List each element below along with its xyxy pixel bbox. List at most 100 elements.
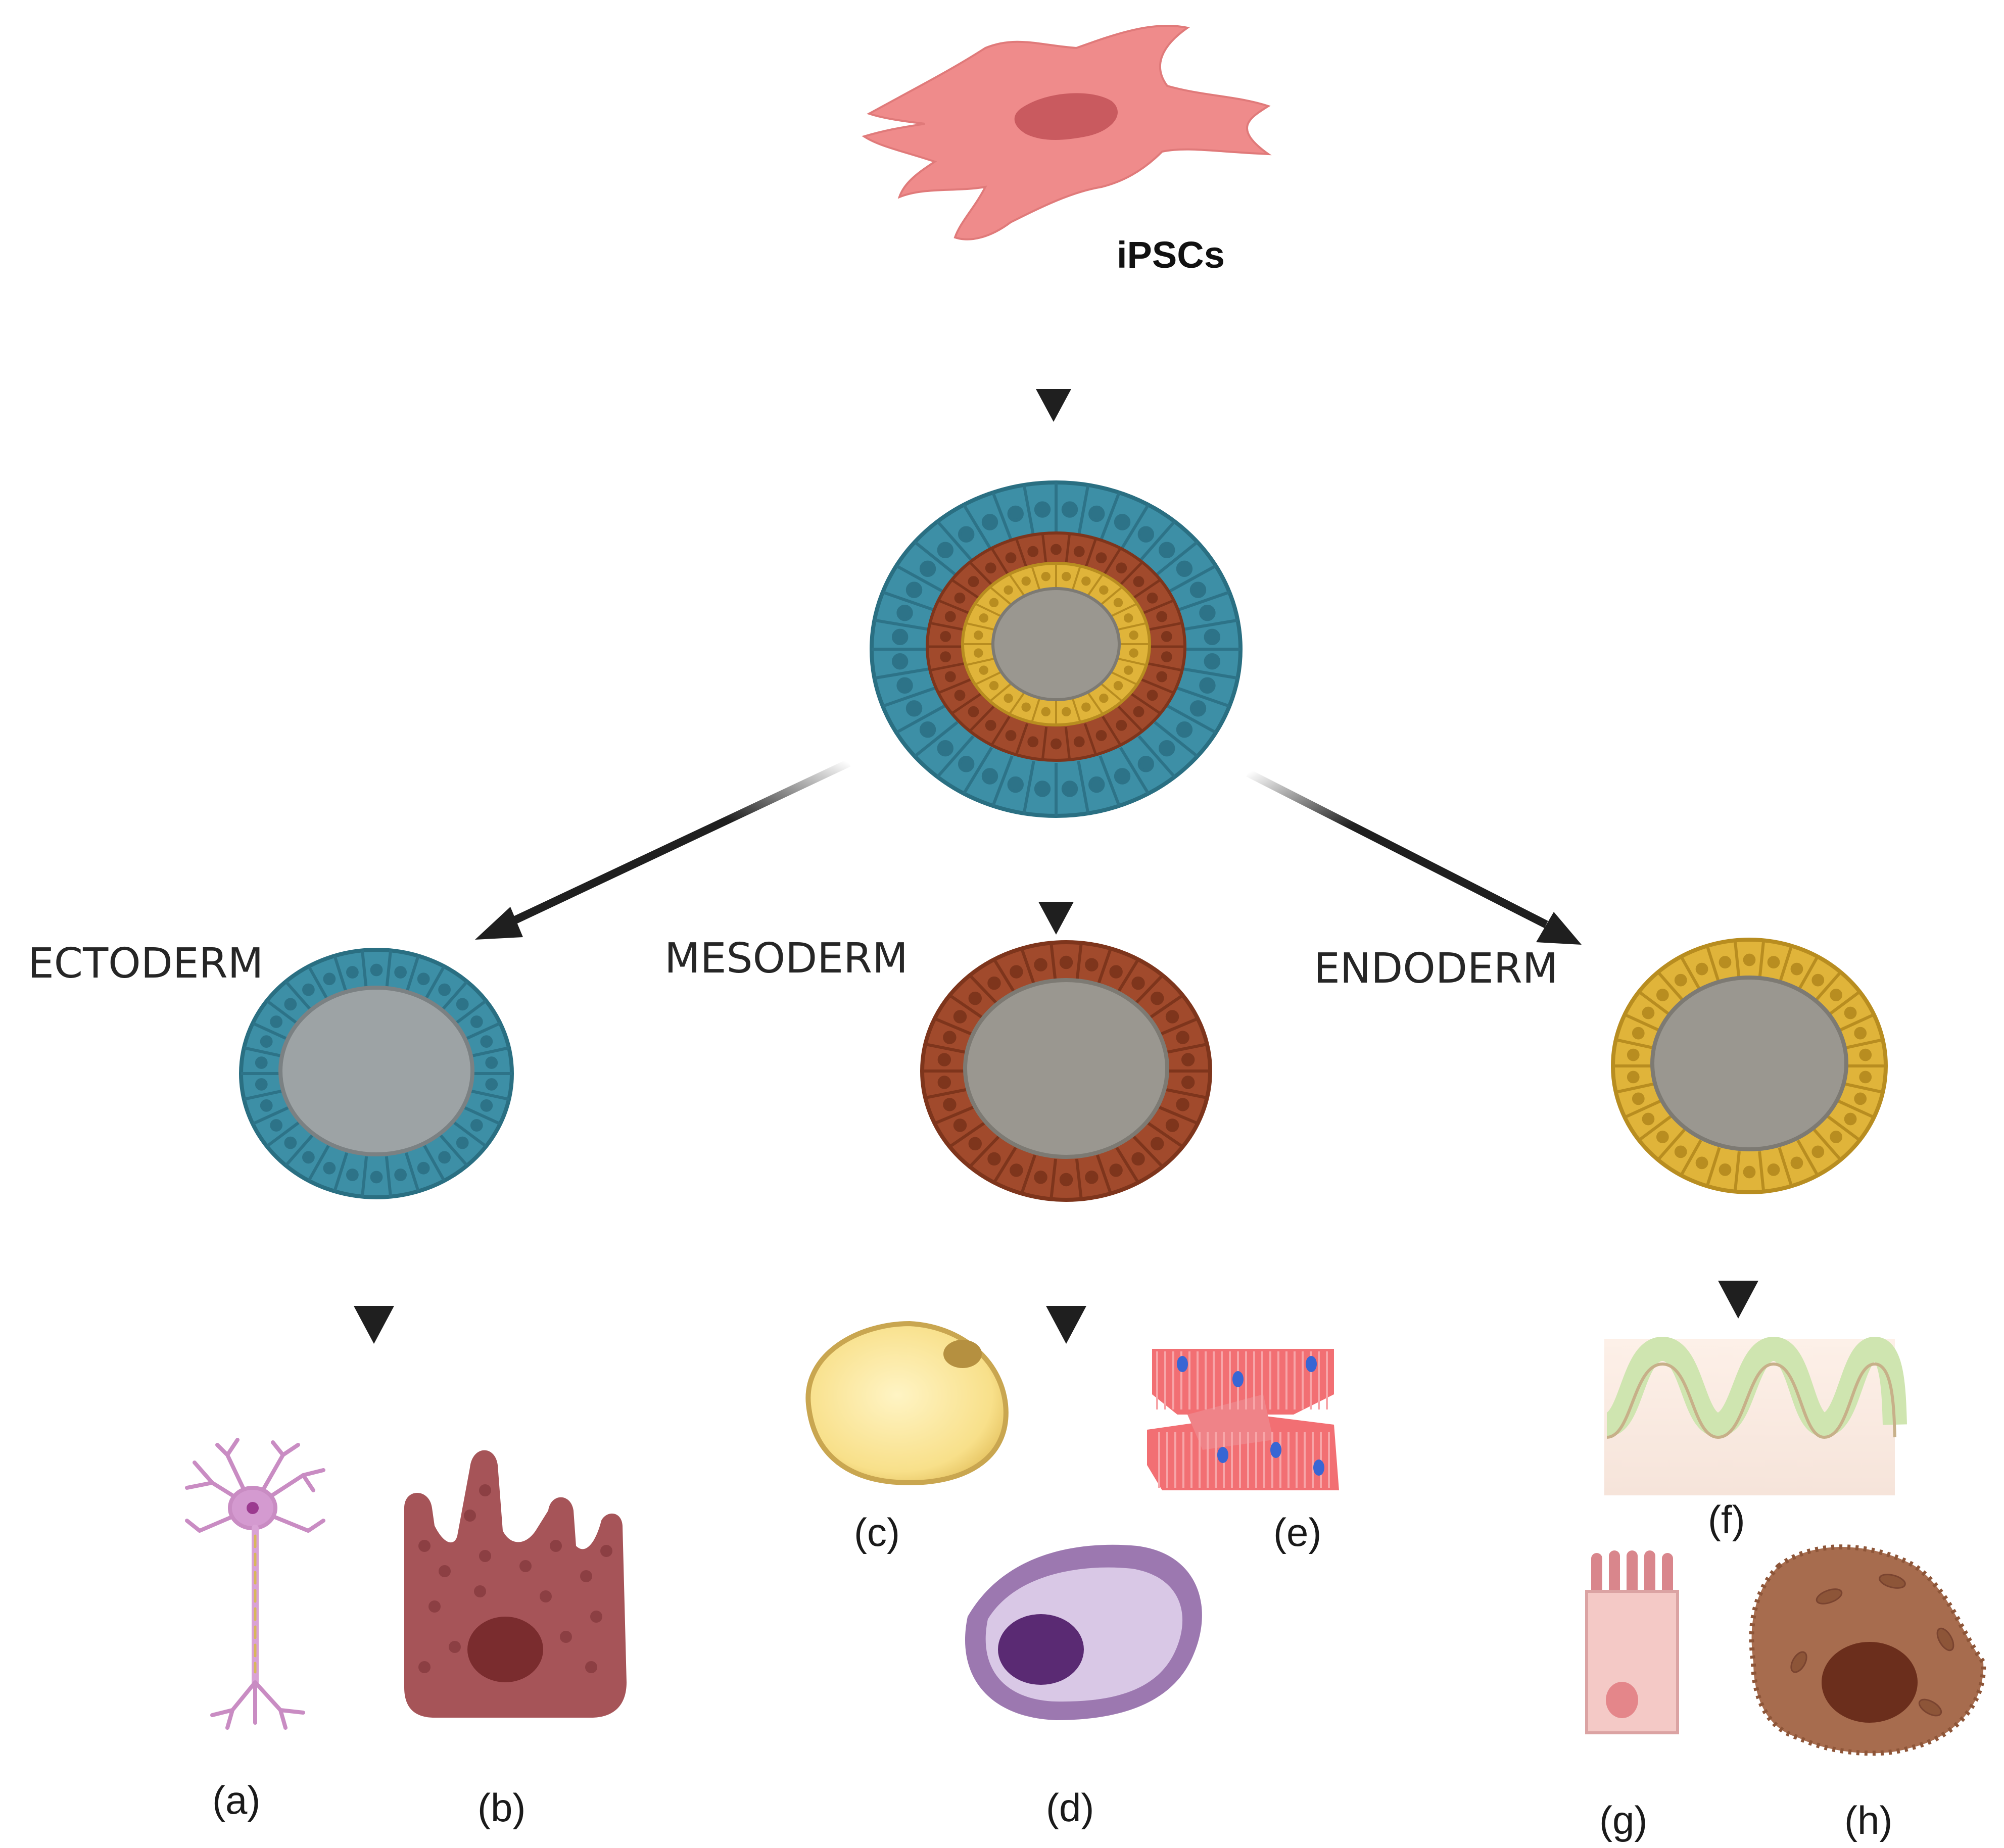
cell-boundary-line — [989, 683, 1012, 702]
cell-nucleus-dot — [1041, 571, 1051, 581]
cell-boundary-line — [1117, 561, 1143, 588]
cell-boundary-line — [1147, 994, 1184, 1020]
cell-nucleus-dot — [1005, 552, 1017, 564]
granule-dot — [464, 1510, 476, 1522]
cell-nucleus-dot — [1034, 958, 1047, 971]
granule-dot — [519, 1560, 532, 1572]
cell-boundary-line — [969, 706, 995, 732]
cell-nucleus-dot — [1859, 1071, 1872, 1084]
cell-nucleus-dot — [1176, 721, 1193, 738]
cell-nucleus-dot — [1088, 505, 1105, 522]
arrowhead-mesoderm — [1038, 902, 1074, 935]
cell-nucleus-dot — [1099, 693, 1109, 703]
cell-nucleus-dot — [1642, 1112, 1655, 1126]
cell-nucleus-dot — [1176, 1031, 1189, 1044]
cell-nucleus-dot — [394, 1169, 407, 1181]
cell-nucleus-dot — [1062, 571, 1071, 581]
cell-nucleus-dot — [270, 1015, 283, 1028]
cell-nucleus-dot — [1642, 1006, 1655, 1019]
cell-nucleus-dot — [480, 1035, 493, 1048]
arrowhead-ipsc — [1036, 389, 1071, 422]
cell-boundary-line — [948, 994, 985, 1020]
cell-nucleus-dot — [958, 526, 975, 543]
cell-nucleus-dot — [1124, 665, 1133, 675]
cell-nucleus-dot — [1719, 1163, 1732, 1176]
cell-boundary-line — [252, 1106, 290, 1126]
cell-boundary-line — [1086, 573, 1104, 597]
cell-nucleus-dot — [989, 680, 999, 691]
cell-nucleus-dot — [953, 1118, 967, 1132]
cell-nucleus-dot — [1005, 730, 1017, 741]
cell-nucleus-dot — [1165, 1118, 1179, 1132]
cell-nucleus-dot — [1656, 989, 1669, 1001]
cell-boundary-line — [333, 1152, 349, 1192]
cell-boundary-line — [969, 561, 995, 588]
cell-nucleus-dot — [1085, 1171, 1099, 1184]
cell-nucleus-dot — [958, 756, 975, 772]
cell-nucleus-dot — [323, 1161, 336, 1175]
cell-boundary-line — [1158, 1017, 1199, 1037]
cell-nucleus-dot — [302, 1151, 315, 1164]
cell-boundary-line — [1041, 726, 1048, 760]
cell-nucleus-dot — [1830, 989, 1843, 1001]
cell-boundary-line — [1020, 1154, 1037, 1194]
label-h: (h) — [1844, 1798, 1892, 1842]
cell-nucleus-dot — [1161, 630, 1172, 642]
cell-nucleus-dot — [1116, 719, 1127, 731]
cell-nucleus-dot — [480, 1099, 493, 1112]
cell-boundary-line — [1182, 618, 1238, 631]
cell-nucleus-dot — [456, 998, 469, 1011]
cell-boundary-line — [969, 1135, 1000, 1168]
arrowhead-endoderm — [1536, 912, 1582, 945]
cell-nucleus-dot — [1027, 546, 1039, 557]
cell-boundary-line — [1110, 603, 1138, 617]
cell-nucleus-dot — [370, 963, 383, 977]
cell-boundary-line — [1141, 678, 1174, 694]
cell-nucleus-dot — [1854, 1027, 1867, 1040]
neuron-icon — [185, 1438, 325, 1730]
cell-nucleus-dot — [1124, 613, 1133, 623]
cell-boundary-line — [1022, 761, 1035, 814]
cell-nucleus-dot — [1061, 501, 1078, 518]
cell-boundary-line — [962, 504, 993, 552]
cell-boundary-line — [1077, 484, 1090, 538]
hepatocyte-icon — [1749, 1544, 1986, 1756]
cell-boundary-line — [1827, 990, 1861, 1017]
cell-boundary-line — [1844, 1082, 1883, 1094]
cell-boundary-line — [1119, 747, 1150, 795]
cell-nucleus-dot — [1129, 648, 1138, 658]
cell-nucleus-dot — [953, 1010, 967, 1024]
cell-boundary-line — [1115, 1146, 1140, 1184]
cell-nucleus-dot — [985, 562, 996, 574]
cell-nucleus-dot — [1844, 1112, 1857, 1126]
cell-boundary-line — [1813, 1129, 1842, 1161]
cell-boundary-line — [992, 958, 1017, 996]
neuron-nucleus — [247, 1502, 259, 1514]
endoderm-label: ENDODERM — [1314, 945, 1558, 993]
ipsc-cell-icon — [862, 24, 1272, 240]
arrow-to-endoderm — [1246, 769, 1548, 929]
cell-nucleus-dot — [1165, 1010, 1179, 1024]
cell-nucleus-dot — [1811, 1145, 1825, 1158]
cell-nucleus-dot — [346, 966, 359, 979]
cell-nucleus-dot — [1151, 1137, 1164, 1151]
cell-boundary-line — [1083, 723, 1098, 755]
cell-boundary-line — [882, 591, 936, 612]
cell-boundary-line — [930, 621, 965, 631]
cell-nucleus-dot — [1790, 962, 1803, 976]
cell-nucleus-dot — [944, 671, 956, 683]
cell-nucleus-dot — [1114, 514, 1131, 530]
cell-boundary-line — [1131, 693, 1161, 715]
cell-boundary-line — [1071, 697, 1081, 723]
cell-boundary-line — [1167, 704, 1217, 734]
cell-nucleus-dot — [979, 665, 988, 675]
cell-nucleus-dot — [1051, 544, 1062, 555]
cell-nucleus-dot — [1010, 1163, 1023, 1177]
cell-nucleus-dot — [937, 1053, 951, 1066]
label-g: (g) — [1599, 1798, 1647, 1842]
cell-nucleus-dot — [1051, 738, 1062, 750]
cell-nucleus-dot — [1199, 677, 1216, 694]
cell-boundary-line — [1020, 948, 1037, 988]
cell-boundary-line — [1165, 1043, 1208, 1054]
